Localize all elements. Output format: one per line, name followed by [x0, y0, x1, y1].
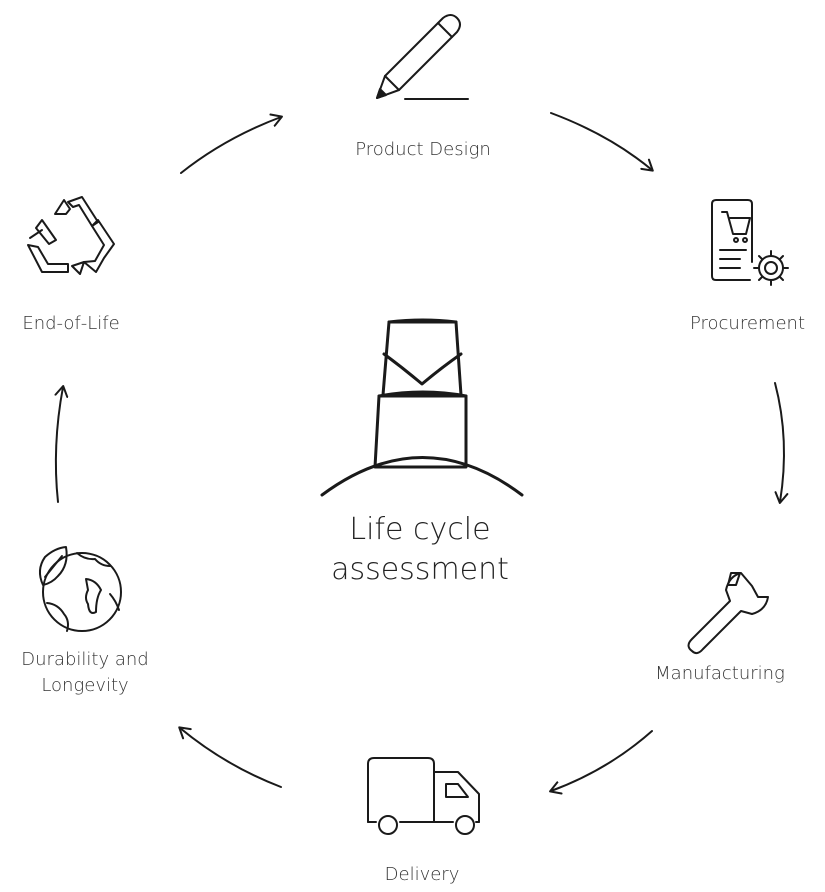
durability-label-line1: Durability and: [21, 649, 149, 670]
shopping-cart-document-gear-icon: [711, 199, 789, 286]
durability-label-line2: Longevity: [41, 675, 129, 696]
pencil-icon: [376, 14, 469, 100]
globe-leaf-icon: [39, 546, 122, 632]
pencil-tip-icon: [320, 318, 524, 497]
arrow-manufacturing-to-delivery: [549, 730, 653, 795]
center-title-line2: assessment: [331, 552, 509, 587]
delivery-label: Delivery: [384, 864, 460, 885]
arrow-product-design-to-procurement: [550, 112, 654, 172]
arrow-procurement-to-manufacturing: [774, 382, 789, 504]
procurement-label: Procurement: [689, 313, 805, 334]
center-title: Life cycle assessment: [320, 510, 520, 590]
product-design-label: Product Design: [355, 139, 491, 160]
recycle-icon: [27, 196, 115, 275]
arrow-delivery-to-durability: [178, 726, 282, 788]
center-title-line1: Life cycle: [349, 512, 491, 547]
durability-label: Durability and Longevity: [0, 647, 170, 699]
manufacturing-label: Manufacturing: [655, 663, 785, 684]
arrow-durability-to-end-of-life: [54, 385, 69, 503]
end-of-life-label: End-of-Life: [22, 313, 120, 334]
arrow-end-of-life-to-product-design: [180, 113, 283, 174]
truck-icon: [367, 757, 480, 835]
wrench-icon: [687, 572, 769, 655]
